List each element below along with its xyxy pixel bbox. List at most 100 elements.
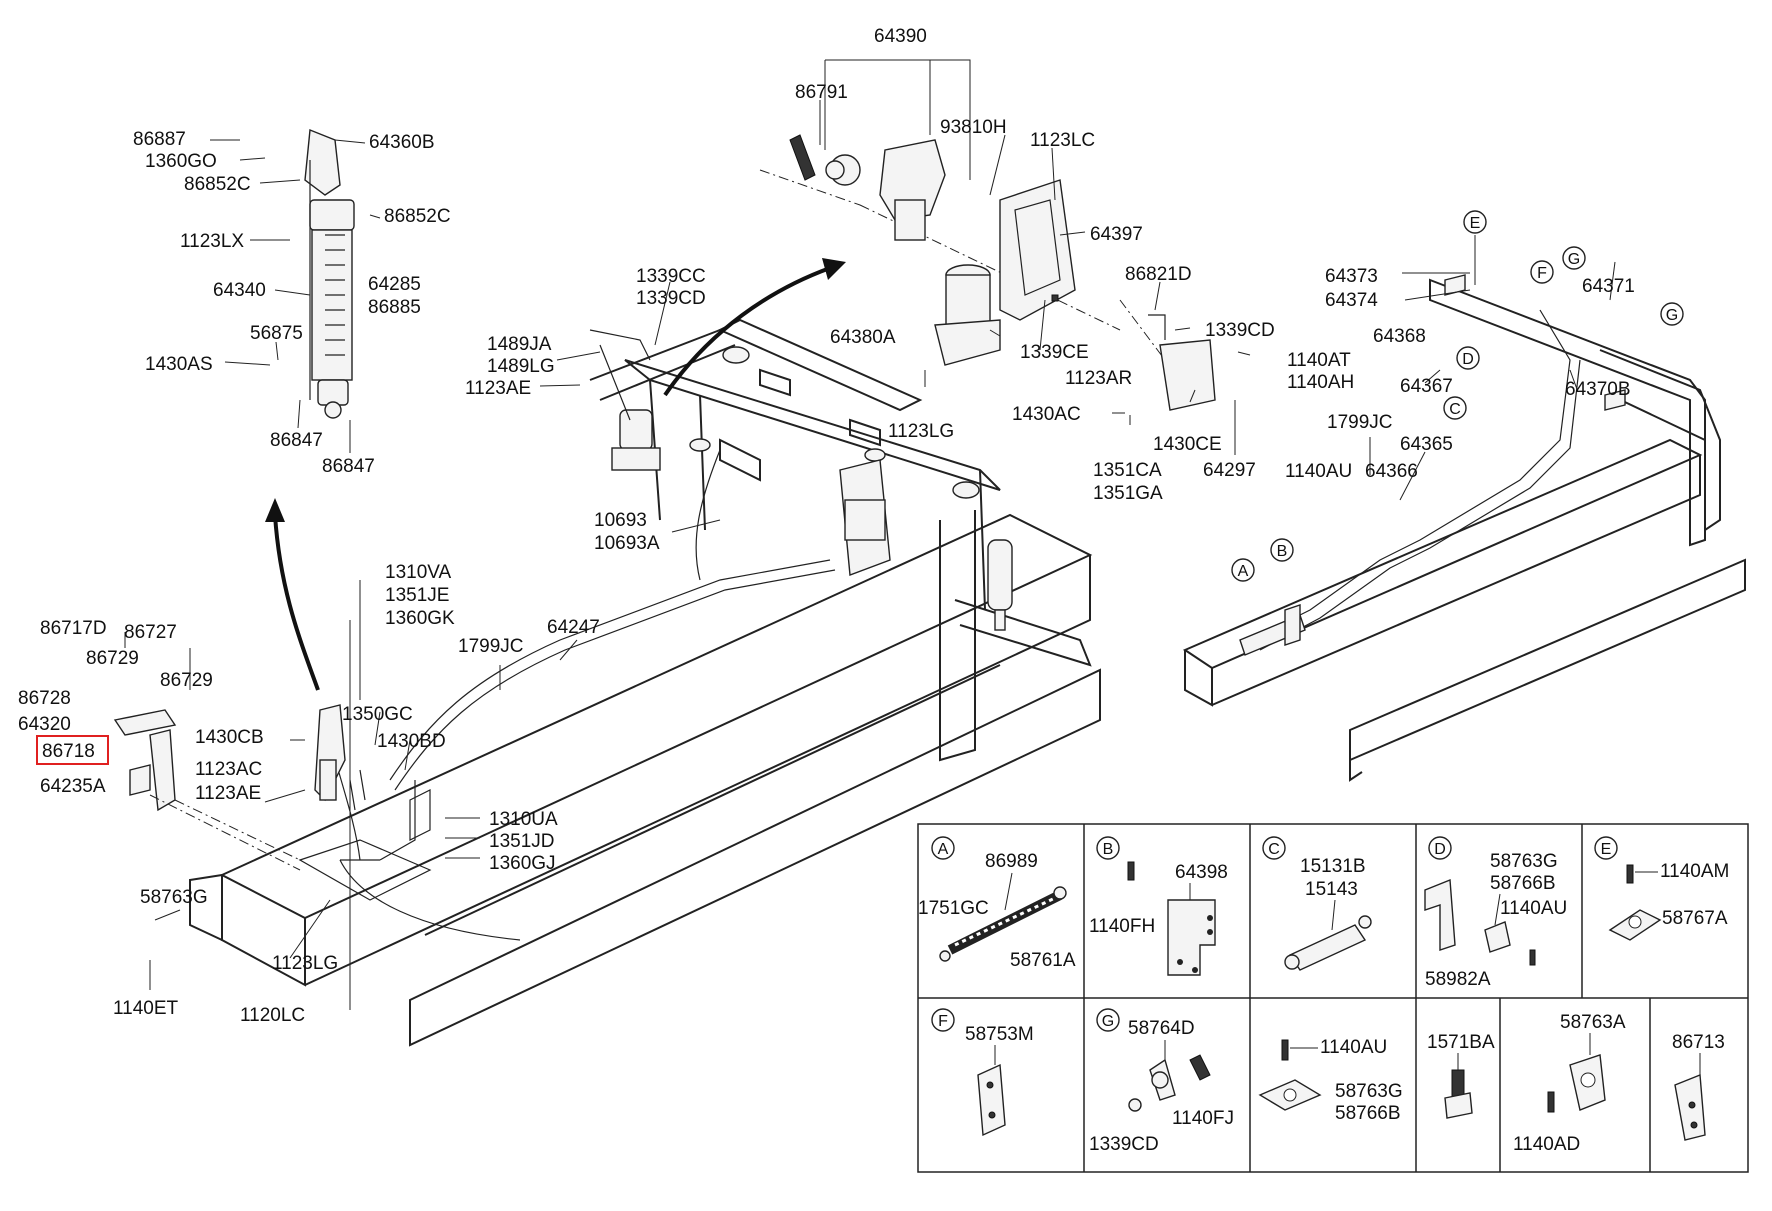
inset-part-1751GC: 1751GC — [918, 898, 989, 919]
inset-part-58763A: 58763A — [1560, 1012, 1626, 1033]
label-86852C-b: 86852C — [384, 206, 451, 227]
label-64366: 64366 — [1365, 461, 1418, 482]
label-86847-b: 86847 — [322, 456, 375, 477]
label-64380A: 64380A — [830, 327, 896, 348]
label-1430AC: 1430AC — [1012, 404, 1081, 425]
label-64360B: 64360B — [369, 132, 435, 153]
label-64374: 64374 — [1325, 290, 1378, 311]
label-1339CD-b: 1339CD — [636, 288, 706, 309]
label-1140ET: 1140ET — [113, 998, 179, 1019]
inset-part-58761A: 58761A — [1010, 950, 1076, 971]
callout-E: E — [1463, 210, 1487, 234]
inset-part-58763G: 58763G — [1490, 851, 1558, 872]
svg-text:C: C — [1449, 401, 1461, 418]
inset-part-15131B: 15131B — [1300, 856, 1366, 877]
label-86718: 86718 — [42, 741, 95, 762]
label-1123AR: 1123AR — [1065, 368, 1132, 389]
inset-part-58764D: 58764D — [1128, 1018, 1195, 1039]
inset-part-1140AU-b: 1140AU — [1320, 1037, 1387, 1058]
label-1140AH: 1140AH — [1287, 372, 1354, 393]
label-86729-b: 86729 — [160, 670, 213, 691]
label-1310VA: 1310VA — [385, 562, 452, 583]
inset-part-86989: 86989 — [985, 851, 1038, 872]
part-labels: 64390 86791 93810H 1123LC 64397 86821D 1… — [18, 26, 1635, 1026]
label-64370B: 64370B — [1565, 379, 1631, 400]
label-64320: 64320 — [18, 714, 71, 735]
inset-part-1571BA: 1571BA — [1427, 1032, 1495, 1053]
inset-part-64398: 64398 — [1175, 862, 1228, 883]
label-86847-a: 86847 — [270, 430, 323, 451]
label-64247: 64247 — [547, 617, 600, 638]
callout-F: F — [1530, 260, 1554, 284]
detail-inset-table: A 86989 1751GC 58761A B 64398 1140FH C — [917, 823, 1749, 1173]
inset-part-1339CD: 1339CD — [1089, 1134, 1159, 1155]
callout-C: C — [1443, 396, 1467, 420]
label-1123AC: 1123AC — [195, 759, 262, 780]
label-1350GC: 1350GC — [342, 704, 413, 725]
bracket-assembly — [113, 704, 366, 871]
label-64235A: 64235A — [40, 776, 106, 797]
label-1339CD: 1339CD — [1205, 320, 1275, 341]
label-64285: 64285 — [368, 274, 421, 295]
inset-part-58767A: 58767A — [1662, 908, 1728, 929]
label-1360GK: 1360GK — [385, 608, 455, 629]
inset-cell-B: B 64398 1140FH — [1089, 836, 1228, 976]
label-86729-a: 86729 — [86, 648, 139, 669]
label-86717D: 86717D — [40, 618, 107, 639]
label-1351CA: 1351CA — [1093, 460, 1162, 481]
label-1140AT: 1140AT — [1287, 350, 1351, 371]
rear-frame-section — [1182, 274, 1746, 782]
svg-text:E: E — [1470, 215, 1481, 232]
label-64340: 64340 — [213, 280, 266, 301]
inset-part-1140AM: 1140AM — [1660, 861, 1729, 882]
inset-part-86713: 86713 — [1672, 1032, 1725, 1053]
label-64368: 64368 — [1373, 326, 1426, 347]
label-56875: 56875 — [250, 323, 303, 344]
inset-cell-D: D 58763G 58766B 1140AU 58982A — [1424, 836, 1567, 990]
inset-letter-E: E — [1601, 841, 1612, 858]
label-86821D: 86821D — [1125, 264, 1192, 285]
label-1430CE: 1430CE — [1153, 434, 1222, 455]
inset-part-58766B: 58766B — [1490, 873, 1556, 894]
svg-text:G: G — [1568, 251, 1580, 268]
label-64367: 64367 — [1400, 376, 1453, 397]
inset-letter-D: D — [1434, 841, 1446, 858]
inset-part-58982A: 58982A — [1425, 969, 1491, 990]
label-64365: 64365 — [1400, 434, 1453, 455]
label-1360GO: 1360GO — [145, 151, 217, 172]
inset-letter-C: C — [1268, 841, 1280, 858]
label-1339CC: 1339CC — [636, 266, 706, 287]
inset-cell-K: 86713 — [1672, 1032, 1725, 1141]
leader-lines — [124, 59, 1616, 1010]
label-1799JC: 1799JC — [458, 636, 524, 657]
inset-letter-B: B — [1103, 841, 1114, 858]
label-1123AE-b: 1123AE — [195, 783, 261, 804]
label-10693: 10693 — [594, 510, 647, 531]
inset-part-1140FJ: 1140FJ — [1172, 1108, 1234, 1129]
label-1123LX: 1123LX — [180, 231, 244, 252]
inset-cell-G: G 58764D 1140FJ 1339CD — [1089, 1008, 1234, 1155]
label-86727: 86727 — [124, 622, 177, 643]
inset-cell-C: C 15131B 15143 — [1262, 836, 1372, 971]
label-86887: 86887 — [133, 129, 186, 150]
callout-D: D — [1456, 346, 1480, 370]
label-64297: 64297 — [1203, 460, 1256, 481]
inset-part-58753M: 58753M — [965, 1024, 1034, 1045]
label-64397: 64397 — [1090, 224, 1143, 245]
label-1123LG: 1123LG — [888, 421, 954, 442]
chassis-frame — [189, 258, 1101, 1047]
inset-cell-I: 1571BA — [1427, 1032, 1495, 1119]
label-1489LG: 1489LG — [487, 356, 555, 377]
label-86885: 86885 — [368, 297, 421, 318]
label-1351JE: 1351JE — [385, 585, 449, 606]
inset-cell-F: F 58753M — [931, 1008, 1034, 1137]
label-1351JD: 1351JD — [489, 831, 555, 852]
svg-text:B: B — [1277, 543, 1288, 560]
inset-letter-G: G — [1102, 1013, 1114, 1030]
callout-B: B — [1270, 538, 1294, 562]
svg-text:F: F — [1537, 265, 1547, 282]
label-64373: 64373 — [1325, 266, 1378, 287]
label-1140AU: 1140AU — [1285, 461, 1352, 482]
pump-assembly-detail — [759, 134, 1216, 411]
label-58763G: 58763G — [140, 887, 208, 908]
